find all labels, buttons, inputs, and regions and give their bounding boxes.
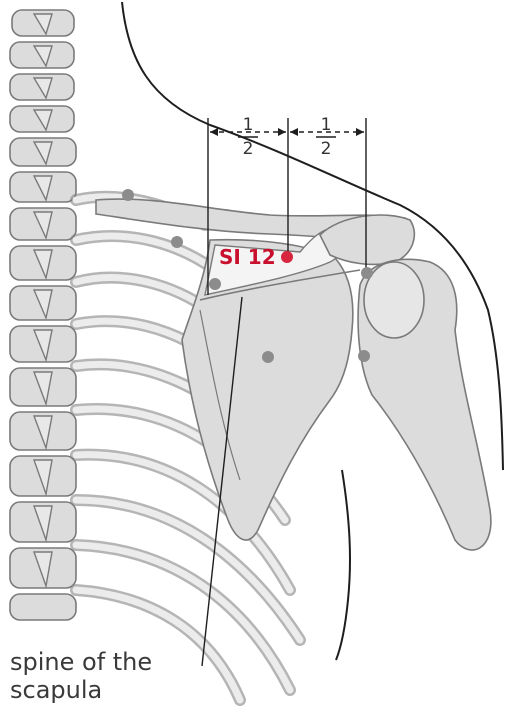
left-fraction-numerator: 1 <box>243 115 254 135</box>
arrowhead <box>278 128 286 136</box>
dimension-arrows <box>210 128 364 136</box>
arm-outline-inner <box>336 470 350 660</box>
right-fraction-denominator: 2 <box>321 139 332 159</box>
landmark-label-line1: spine of the <box>10 648 152 676</box>
vertebra <box>10 594 76 620</box>
humeral-head <box>364 262 424 338</box>
arrowhead <box>290 128 298 136</box>
reference-point <box>122 189 134 201</box>
arrowhead <box>210 128 218 136</box>
reference-point <box>358 350 370 362</box>
landmark-label-line2: scapula <box>10 676 102 704</box>
reference-point <box>171 236 183 248</box>
reference-point <box>361 267 373 279</box>
reference-point <box>262 351 274 363</box>
right-fraction-numerator: 1 <box>321 115 332 135</box>
arrowhead <box>356 128 364 136</box>
left-fraction-denominator: 2 <box>243 139 254 159</box>
acupoint-label: SI 12 <box>219 245 276 269</box>
acupoint-marker <box>281 251 293 263</box>
reference-point <box>209 278 221 290</box>
